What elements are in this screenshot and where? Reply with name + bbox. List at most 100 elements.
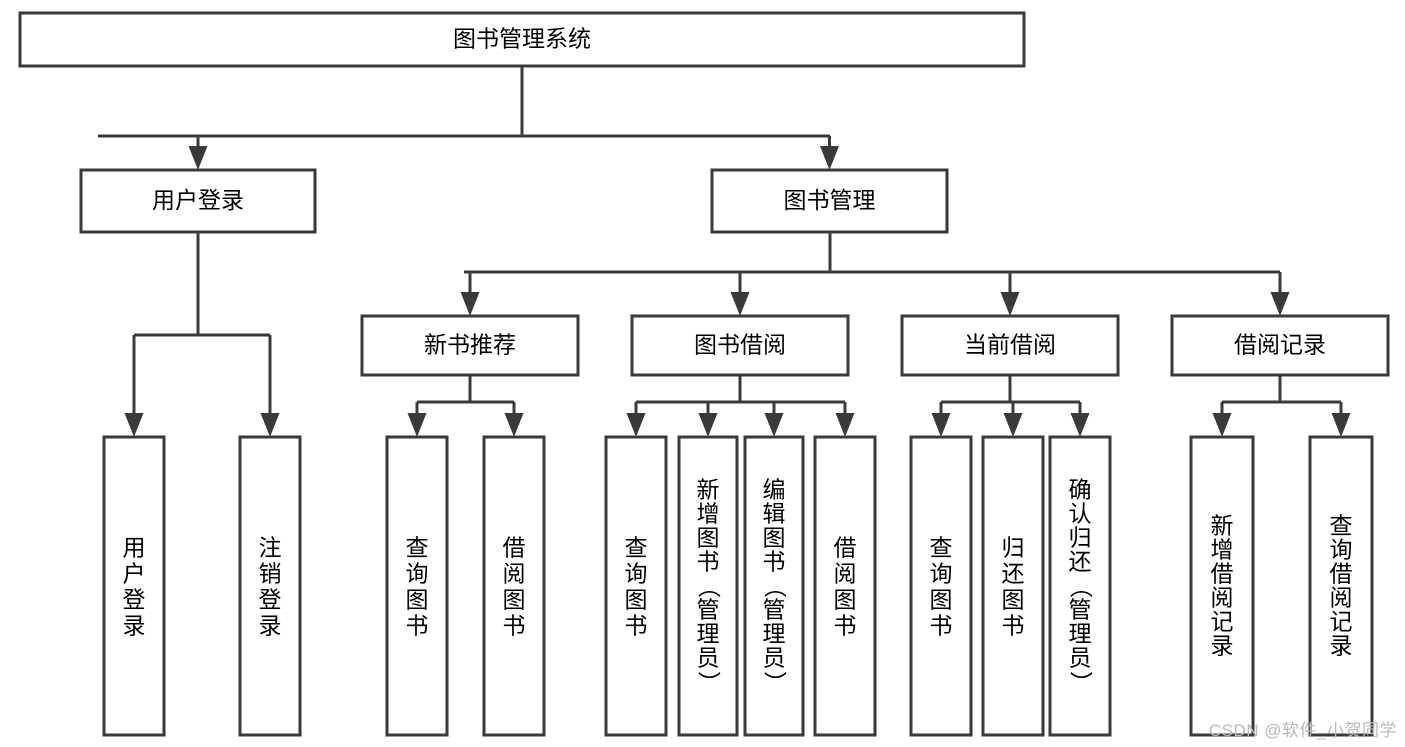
- node-label-char: 阅: [1330, 585, 1353, 611]
- node-label: 图书借阅: [694, 332, 786, 358]
- nodes-layer: 图书管理系统用户登录图书管理新书推荐图书借阅当前借阅借阅记录用户登录注销登录查询…: [18, 11, 1390, 737]
- node-label-char: 借: [503, 534, 526, 560]
- connector-bus-root: [98, 66, 830, 138]
- node-label-char: 辑: [763, 501, 786, 527]
- node-label-char: ）: [1068, 671, 1094, 694]
- node-label-char: 录: [259, 612, 282, 638]
- node-label: 借阅记录: [1234, 332, 1326, 358]
- node-label-char: 图: [763, 525, 786, 551]
- csdn-watermark: CSDN @软件_小贺同学: [1208, 721, 1397, 740]
- node-label-char: 登: [259, 586, 282, 612]
- node-label-char: 录: [1330, 633, 1353, 659]
- node-label-char: 认: [1069, 501, 1092, 527]
- node-label-char: 销: [259, 560, 282, 586]
- node-current-borrow[interactable]: 当前借阅: [900, 314, 1120, 377]
- node-label-char: 新: [1211, 513, 1234, 539]
- node-label-char: 还: [1069, 549, 1092, 575]
- connectors-layer: [98, 66, 1351, 437]
- node-label-char: 管: [697, 597, 720, 623]
- node-label-char: 注: [259, 534, 282, 560]
- node-book-borrow[interactable]: 图书借阅: [630, 314, 850, 377]
- node-label-char: （: [696, 575, 722, 598]
- connector-book-borrow-to-leaf-edit-book: [764, 402, 784, 437]
- node-label-char: （: [762, 575, 788, 598]
- node-label-char: 查: [625, 534, 648, 560]
- connector-book-borrow-to-leaf-add-book: [698, 402, 718, 437]
- node-leaf-user-login[interactable]: 用户登录: [102, 435, 166, 737]
- node-label-char: 编: [763, 477, 786, 503]
- node-label: 用户登录: [152, 187, 244, 213]
- node-label-char: 图: [930, 586, 953, 612]
- node-user-login[interactable]: 用户登录: [79, 168, 317, 234]
- connector-root-to-book-manage: [820, 136, 839, 170]
- node-label-char: 图: [406, 586, 429, 612]
- node-label-char: 图: [625, 586, 648, 612]
- node-label-char: 归: [1002, 534, 1025, 560]
- connector-current-borrow-to-leaf-return-book: [1003, 402, 1023, 437]
- node-label-char: 书: [625, 612, 648, 638]
- node-label-char: 记: [1211, 609, 1234, 635]
- node-label-char: 书: [697, 549, 720, 575]
- node-label-char: 录: [1211, 633, 1234, 659]
- node-label-char: 书: [406, 612, 429, 638]
- node-label-char: 员: [763, 645, 786, 671]
- connector-new-book-rec-to-leaf-query-book-1: [407, 402, 427, 437]
- connector-book-borrow-to-leaf-borrow-book-2: [835, 402, 855, 437]
- node-label-char: 询: [625, 560, 648, 586]
- node-label-char: 管: [1069, 597, 1092, 623]
- connector-book-manage-to-borrow-record: [1270, 272, 1290, 316]
- node-label-char: 户: [123, 560, 146, 586]
- node-label-char: 用: [123, 534, 146, 560]
- node-root[interactable]: 图书管理系统: [18, 11, 1026, 68]
- connector-bus-current-borrow: [941, 375, 1080, 404]
- connector-bus-user-login: [134, 232, 270, 337]
- node-label-char: 录: [123, 612, 146, 638]
- node-label-char: （: [1068, 575, 1094, 598]
- node-label-char: 询: [930, 560, 953, 586]
- connector-root-to-user-login: [188, 136, 208, 170]
- connector-user-login-to-leaf-logout: [260, 335, 280, 437]
- node-label-char: 询: [1330, 537, 1353, 563]
- connector-bus-book-manage: [464, 232, 1280, 274]
- connector-bus-borrow-record: [1222, 375, 1341, 404]
- node-label-char: 员: [1069, 645, 1092, 671]
- connector-bus-new-book-rec: [417, 375, 514, 404]
- connector-book-borrow-to-leaf-query-book-2: [626, 402, 646, 437]
- connector-user-login-to-leaf-user-login: [124, 335, 144, 437]
- node-label: 当前借阅: [964, 332, 1056, 358]
- node-label-char: 增: [697, 501, 720, 527]
- node-label-char: 新: [697, 477, 720, 503]
- connector-bus-book-borrow: [636, 375, 845, 404]
- node-label-char: 管: [763, 597, 786, 623]
- connector-current-borrow-to-leaf-query-book-3: [931, 402, 951, 437]
- node-label-char: 增: [1211, 537, 1234, 563]
- node-label-char: 书: [503, 612, 526, 638]
- node-new-book-rec[interactable]: 新书推荐: [360, 314, 580, 377]
- node-label-char: 图: [503, 586, 526, 612]
- node-label-char: 图: [697, 525, 720, 551]
- node-book-manage[interactable]: 图书管理: [710, 168, 949, 234]
- node-label-char: 书: [1002, 612, 1025, 638]
- node-borrow-record[interactable]: 借阅记录: [1170, 314, 1390, 377]
- connector-borrow-record-to-leaf-query-record: [1331, 402, 1351, 437]
- node-label-char: 员: [697, 645, 720, 671]
- node-label-char: 登: [123, 586, 146, 612]
- node-label-char: 阅: [503, 560, 526, 586]
- node-label-char: 查: [406, 534, 429, 560]
- node-label-char: ）: [696, 671, 722, 694]
- node-label-char: 理: [763, 621, 786, 647]
- node-label-char: ）: [762, 671, 788, 694]
